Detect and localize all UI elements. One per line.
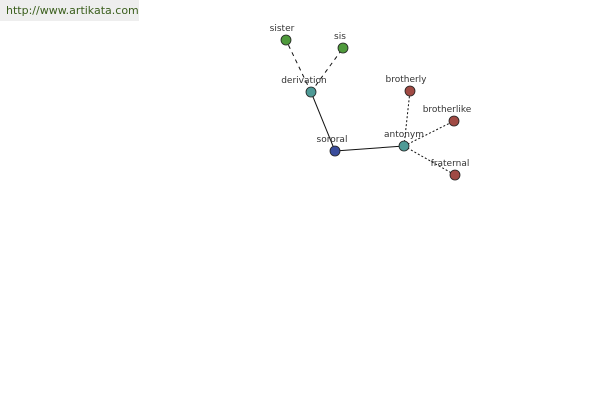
node-brotherly[interactable]: brotherly: [385, 75, 427, 97]
node-label-sis: sis: [334, 32, 346, 42]
node-sis[interactable]: sis: [334, 32, 349, 54]
edge-antonym-brotherlike: [403, 120, 455, 147]
edge-derivation-sister: [285, 39, 312, 93]
node-dot-fraternal[interactable]: [449, 169, 461, 181]
node-label-antonym: antonym: [384, 130, 424, 140]
node-sororal[interactable]: sororal: [317, 135, 348, 157]
edge-sororal-antonym: [334, 145, 405, 152]
node-label-derivation: derivation: [281, 76, 327, 86]
node-label-brotherly: brotherly: [385, 75, 427, 85]
node-dot-derivation[interactable]: [305, 86, 317, 98]
node-label-sororal: sororal: [317, 135, 348, 145]
node-label-brotherlike: brotherlike: [423, 105, 472, 115]
node-fraternal[interactable]: fraternal: [431, 159, 470, 181]
node-dot-brotherlike[interactable]: [448, 115, 460, 127]
node-dot-sister[interactable]: [280, 34, 292, 46]
edge-sororal-derivation: [310, 91, 336, 152]
node-dot-brotherly[interactable]: [404, 85, 416, 97]
node-dot-antonym[interactable]: [398, 140, 410, 152]
node-dot-sororal[interactable]: [329, 145, 341, 157]
source-link[interactable]: http://www.artikata.com: [6, 4, 139, 17]
node-brotherlike[interactable]: brotherlike: [423, 105, 472, 127]
node-label-fraternal: fraternal: [431, 159, 470, 169]
edge-antonym-fraternal: [403, 145, 456, 176]
edge-antonym-brotherly: [403, 90, 411, 147]
node-antonym[interactable]: antonym: [384, 130, 424, 152]
node-dot-sis[interactable]: [337, 42, 349, 54]
source-link-bar: http://www.artikata.com: [0, 0, 139, 21]
edge-derivation-sis: [310, 47, 344, 93]
node-sister[interactable]: sister: [270, 24, 295, 46]
node-derivation[interactable]: derivation: [281, 76, 327, 98]
node-label-sister: sister: [270, 24, 295, 34]
